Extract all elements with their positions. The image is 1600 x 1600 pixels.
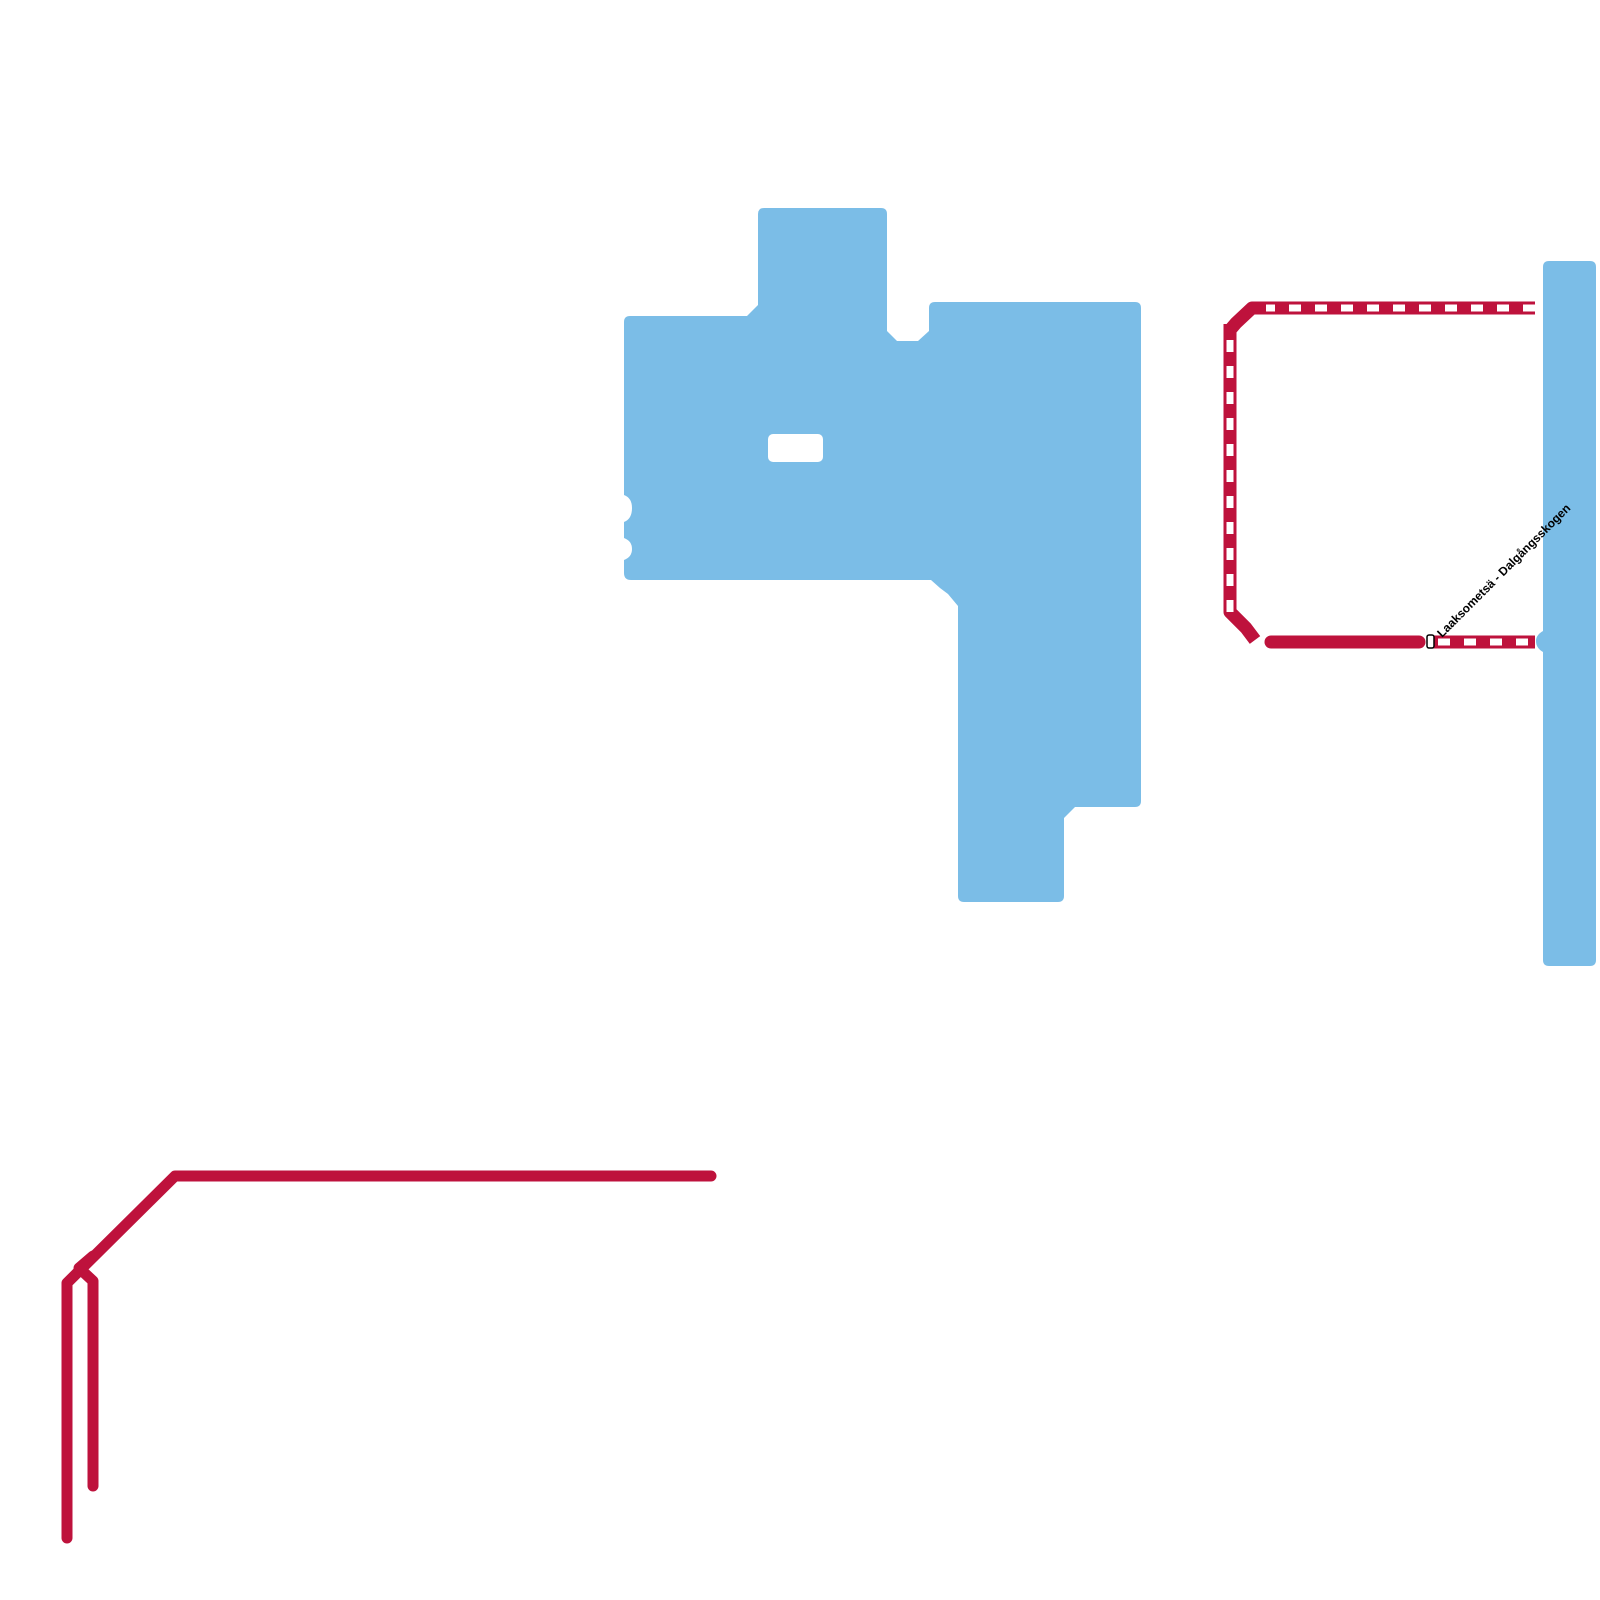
lake-main <box>624 208 1141 902</box>
line-east-west-dashed <box>1223 324 1261 644</box>
water-strip-east <box>1536 261 1596 966</box>
station-marker[interactable] <box>1426 634 1435 649</box>
line-bottom-left-branch <box>73 1250 99 1492</box>
island <box>768 434 823 462</box>
line-bottom-left-main <box>61 1170 717 1544</box>
line-east-top-dashed <box>1225 301 1535 335</box>
lines-layer <box>61 301 1535 1544</box>
water-layer <box>624 208 1596 966</box>
